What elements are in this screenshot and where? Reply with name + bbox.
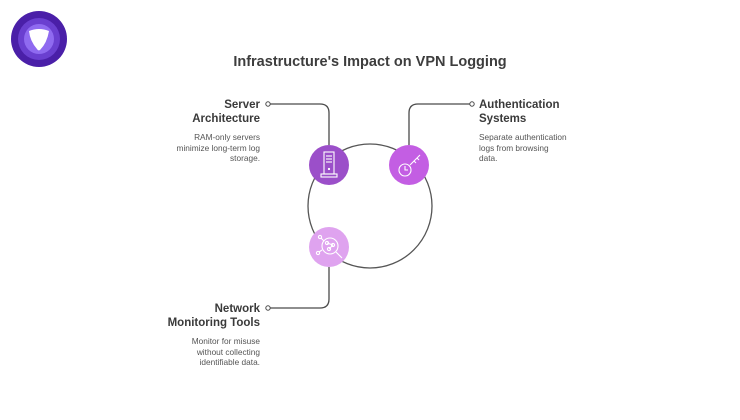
label-auth: Authentication Systems bbox=[479, 98, 619, 126]
connector-dot-auth bbox=[469, 101, 475, 107]
shield-logo-icon bbox=[29, 29, 49, 51]
label-server: Server Architecture bbox=[130, 98, 260, 126]
node-server bbox=[309, 145, 349, 185]
desc-auth-line1: Separate authentication bbox=[479, 132, 567, 142]
connector-dot-network bbox=[265, 305, 271, 311]
desc-server-line1: RAM-only servers bbox=[194, 132, 260, 142]
network-search-icon bbox=[315, 234, 343, 259]
label-auth-line2: Systems bbox=[479, 113, 527, 125]
label-server-line1: Server bbox=[224, 99, 260, 111]
key-icon bbox=[398, 154, 421, 177]
connector-network bbox=[268, 267, 330, 309]
connector-dot-server bbox=[265, 101, 271, 107]
server-icon bbox=[320, 151, 338, 178]
label-auth-line1: Authentication bbox=[479, 99, 560, 111]
connector-server bbox=[268, 103, 330, 145]
label-network-line1: Network bbox=[214, 303, 260, 315]
label-network-line2: Monitoring Tools bbox=[167, 317, 260, 329]
node-network bbox=[309, 227, 349, 267]
desc-server-line3: storage. bbox=[230, 153, 260, 163]
label-server-line2: Architecture bbox=[192, 113, 260, 125]
desc-network-line1: Monitor for misuse bbox=[191, 336, 260, 346]
page-title: Infrastructure's Impact on VPN Logging bbox=[233, 54, 507, 70]
desc-network-line2: without collecting bbox=[196, 346, 260, 357]
desc-auth-line2: logs from browsing bbox=[479, 142, 549, 153]
desc-server: RAM-only servers minimize long-term log … bbox=[130, 132, 260, 164]
desc-auth: Separate authentication logs from browsi… bbox=[479, 132, 619, 164]
desc-network-line3: identifiable data. bbox=[199, 357, 260, 367]
connector-auth bbox=[408, 103, 472, 145]
desc-server-line2: minimize long-term log bbox=[176, 142, 260, 153]
node-auth bbox=[389, 145, 429, 185]
label-network: Network Monitoring Tools bbox=[120, 302, 260, 330]
desc-network: Monitor for misuse without collecting id… bbox=[120, 336, 260, 368]
desc-auth-line3: data. bbox=[479, 153, 498, 163]
central-ring bbox=[307, 143, 433, 269]
vpn-logo bbox=[11, 11, 67, 67]
